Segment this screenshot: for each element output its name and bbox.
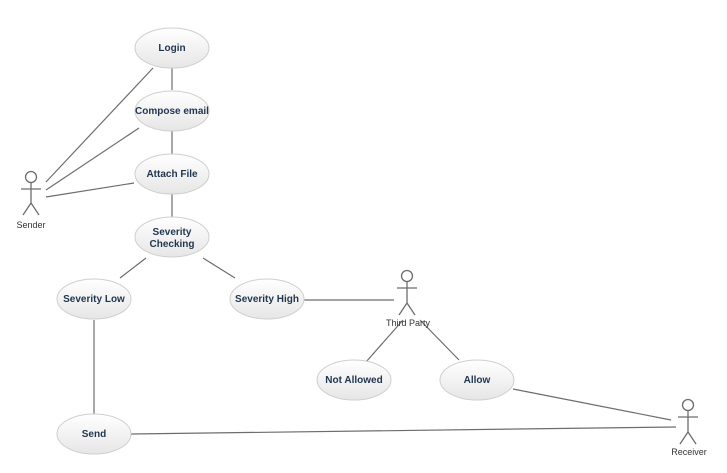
actor-sender-label: Sender: [16, 220, 45, 230]
use-case-not-allowed-label: Not Allowed: [325, 375, 382, 386]
actor-third-party-head: [400, 269, 414, 283]
actor-sender-left-leg: [22, 202, 32, 216]
connector-thirdparty-notallowed: [365, 319, 404, 363]
connector-thirdparty-allow: [419, 319, 460, 361]
use-case-not-allowed[interactable]: Not Allowed: [316, 359, 392, 401]
use-case-severity-low[interactable]: Severity Low: [56, 278, 132, 320]
connector-checking-low: [119, 257, 147, 279]
actor-receiver-right-leg: [687, 431, 697, 445]
actor-third-party[interactable]: Third Party: [386, 269, 431, 329]
actor-receiver[interactable]: Receiver: [671, 398, 707, 458]
actor-third-party-left-leg: [398, 302, 408, 316]
use-case-severity-high[interactable]: Severity High: [229, 278, 305, 320]
connector-sender-login: [45, 67, 154, 183]
actor-receiver-head: [681, 398, 695, 412]
connector-sender-attach: [45, 182, 135, 198]
use-case-allow-label: Allow: [464, 375, 491, 386]
connectors: [45, 67, 677, 435]
connector-allow-receiver: [512, 388, 672, 421]
use-case-allow[interactable]: Allow: [439, 359, 515, 401]
use-case-login[interactable]: Login: [134, 27, 210, 69]
connector-send-receiver: [130, 426, 677, 435]
use-case-compose-email-label: Compose email: [135, 106, 209, 117]
actor-sender-head: [24, 170, 38, 184]
actor-third-party-label: Third Party: [386, 318, 431, 328]
actor-receiver-label: Receiver: [671, 447, 707, 457]
actor-third-party-right-leg: [406, 302, 416, 316]
use-case-attach-file-label: Attach File: [146, 169, 198, 180]
use-case-send-label: Send: [82, 429, 106, 440]
use-case-severity-checking-label-line2: Checking: [149, 239, 194, 250]
use-case-attach-file[interactable]: Attach File: [134, 153, 210, 195]
use-case-send[interactable]: Send: [56, 413, 132, 455]
actor-receiver-left-leg: [679, 431, 689, 445]
actor-sender-right-leg: [30, 202, 40, 216]
connector-sender-compose: [45, 127, 140, 191]
connector-checking-high: [202, 257, 236, 279]
use-case-severity-low-label: Severity Low: [63, 294, 125, 305]
actor-sender[interactable]: Sender: [16, 170, 46, 231]
use-case-severity-checking-label-line1: Severity: [153, 227, 192, 238]
use-case-severity-high-label: Severity High: [235, 294, 299, 305]
use-case-severity-checking[interactable]: Severity Checking: [134, 216, 210, 258]
use-case-compose-email[interactable]: Compose email: [134, 90, 210, 132]
use-case-login-label: Login: [158, 43, 185, 54]
